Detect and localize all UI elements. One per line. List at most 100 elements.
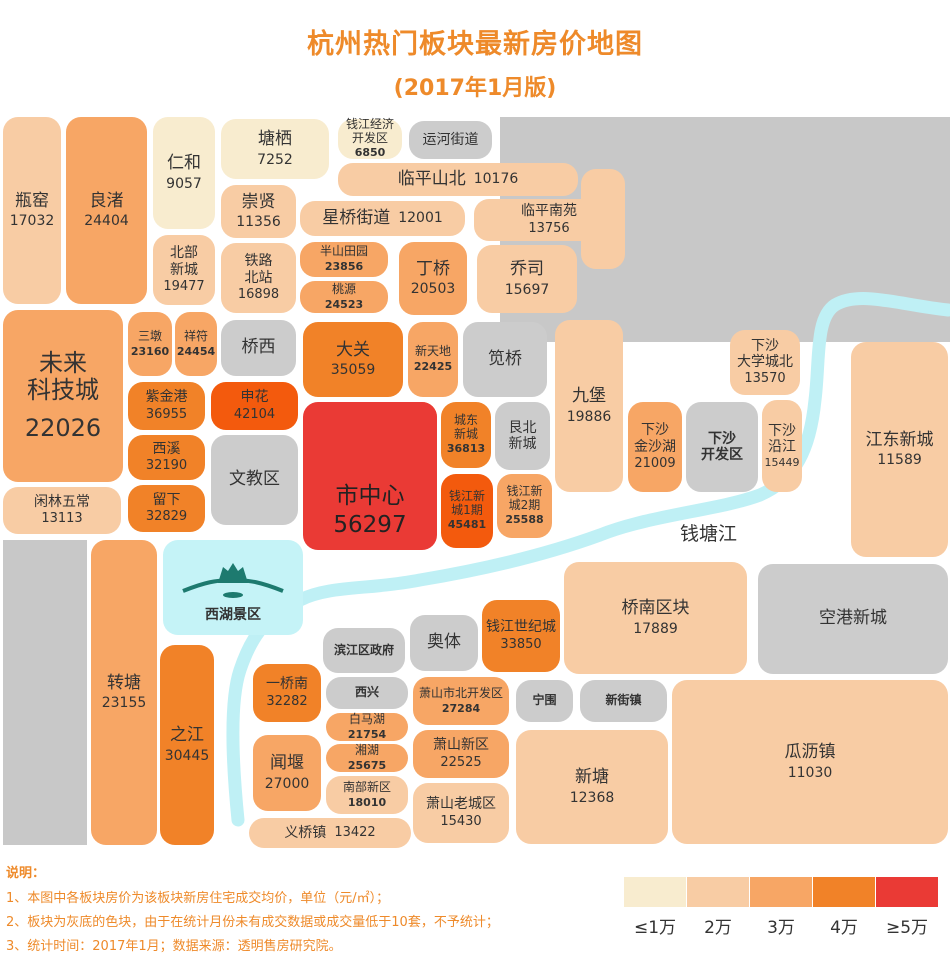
district-xiasha-kaifaqu[interactable]: 下沙 开发区 <box>686 402 758 492</box>
district-name: 闲林五常 <box>34 493 90 510</box>
district-price: 25588 <box>505 513 544 527</box>
legend-swatch-3w <box>750 877 812 907</box>
legend-label: 2万 <box>704 918 732 938</box>
district-price: 9057 <box>166 175 202 192</box>
district-name: 瓜沥镇 <box>784 742 836 763</box>
notes-line-1: 1、本图中各板块房价为该板块新房住宅成交均价，单位（元/㎡）； <box>6 891 390 906</box>
district-qiaoxi[interactable]: 桥西 <box>221 320 296 376</box>
gray-region-west <box>3 540 87 845</box>
district-price: 24454 <box>176 344 216 358</box>
district-price: 20503 <box>410 281 456 298</box>
district-binjiang-zhengfu[interactable]: 滨江区政府 <box>323 628 405 673</box>
district-price: 6850 <box>354 146 386 160</box>
notes-heading: 说明： <box>6 866 46 881</box>
district-aoti[interactable]: 奥体 <box>410 615 478 671</box>
district-name: 江东新城 <box>865 429 934 450</box>
district-name: 西湖景区 <box>205 606 261 623</box>
legend-swatch-4w <box>813 877 875 907</box>
district-price: 23856 <box>324 260 364 274</box>
district-wenjiao[interactable]: 文教区 <box>211 435 298 525</box>
district-xihu[interactable]: 西湖景区 <box>163 540 303 635</box>
district-name: 留下 <box>152 491 181 508</box>
district-price: 21754 <box>347 727 387 741</box>
district-konggang[interactable]: 空港新城 <box>758 564 948 674</box>
district-name: 下沙 大学城北 <box>737 337 793 371</box>
district-price: 12368 <box>569 789 615 806</box>
district-name: 塘栖 <box>258 129 292 150</box>
district-name: 运河街道 <box>422 131 479 148</box>
district-name: 滨江区政府 <box>333 642 394 657</box>
district-price: 33850 <box>500 636 542 652</box>
district-name: 新天地 <box>414 344 451 359</box>
legend-swatch-le1w <box>624 877 686 907</box>
district-xixing[interactable]: 西兴 <box>326 677 408 709</box>
district-genbei[interactable]: 艮北 新城 <box>495 402 550 470</box>
district-jianqiao[interactable]: 笕桥 <box>463 322 547 397</box>
district-price: 27284 <box>441 701 481 715</box>
district-yunhe[interactable]: 运河街道 <box>409 121 492 159</box>
district-name: 宁围 <box>532 693 557 708</box>
district-name: 新街镇 <box>605 693 642 708</box>
district-name: 三墩 <box>137 328 162 343</box>
district-name: 湘湖 <box>354 742 379 757</box>
notes-line-2: 2、板块为灰底的色块，由于在统计月份未有成交数据或成交量低于10套，不予统计； <box>6 915 499 930</box>
district-price: 45481 <box>447 518 487 532</box>
district-price: 42104 <box>233 406 276 422</box>
district-price: 16898 <box>237 286 280 302</box>
district-name: 西兴 <box>354 685 379 700</box>
district-ningwei[interactable]: 宁围 <box>516 680 573 722</box>
notes-line-3: 3、统计时间：2017年1月；数据来源：透明售房研究院。 <box>6 939 342 954</box>
district-xinjie[interactable]: 新街镇 <box>580 680 667 722</box>
district-name: 萧山老城区 <box>426 796 496 813</box>
district-price: 12001 <box>398 210 443 227</box>
